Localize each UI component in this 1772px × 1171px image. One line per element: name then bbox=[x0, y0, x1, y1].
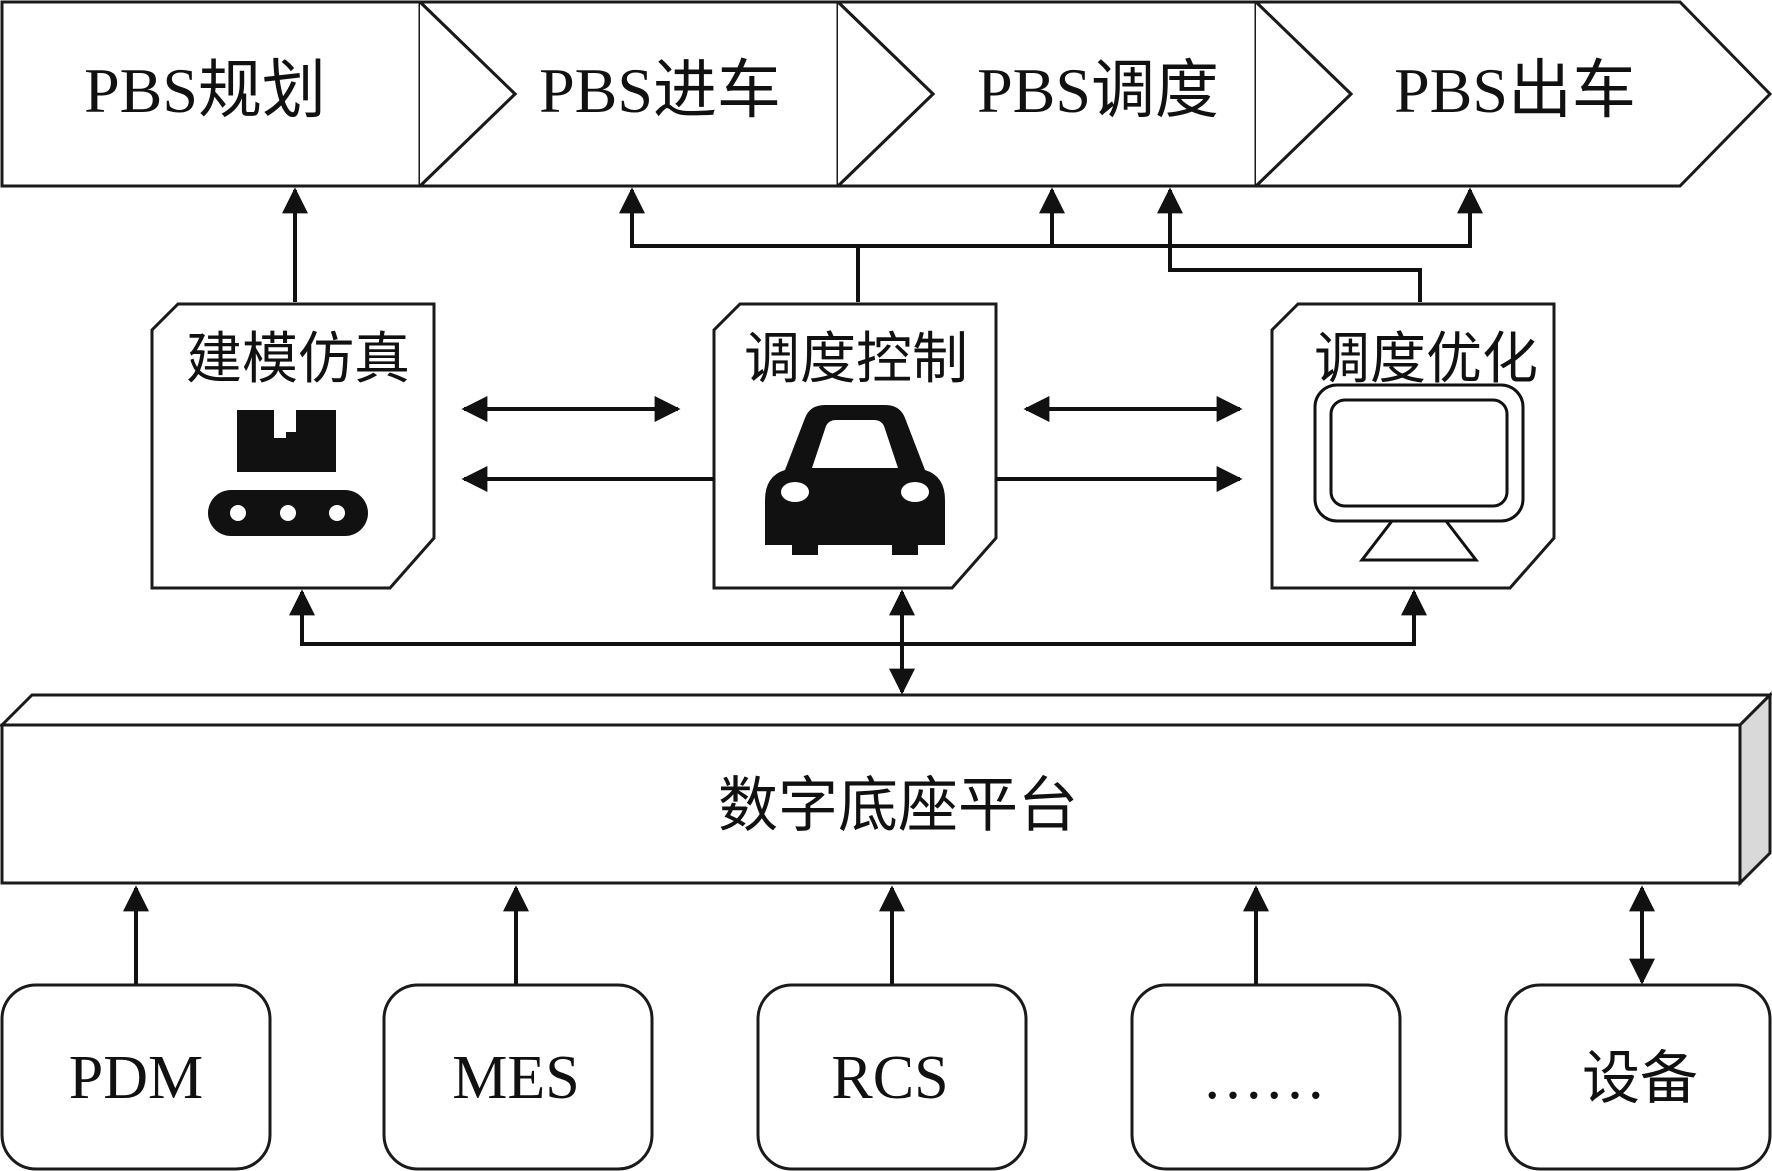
module-label: 调度控制 bbox=[744, 327, 968, 392]
platform-top-face bbox=[0, 693, 1772, 727]
module-dispatch-optimization: 调度优化 bbox=[1270, 302, 1556, 590]
source-box bbox=[0, 983, 272, 1171]
monitor-icon bbox=[1313, 383, 1525, 562]
car-icon bbox=[765, 405, 945, 555]
platform-front-face bbox=[0, 723, 1742, 885]
bus-control-to-stages bbox=[619, 187, 860, 302]
chevron-tip bbox=[1254, 0, 1354, 188]
source-box bbox=[756, 983, 1028, 1171]
platform-bus bbox=[289, 589, 1427, 695]
arrow-optimization-to-dispatch bbox=[1157, 187, 1422, 302]
chevron-tip bbox=[418, 0, 518, 188]
stage-pbs-planning: PBS规划 bbox=[0, 0, 422, 188]
stage-label: PBS调度 bbox=[977, 55, 1219, 126]
digital-platform: 数字底座平台 bbox=[0, 691, 1772, 887]
source-other: …… bbox=[1130, 983, 1402, 1171]
source-mes: MES bbox=[382, 983, 654, 1171]
module-label: 调度优化 bbox=[1314, 327, 1538, 392]
source-box bbox=[1130, 983, 1402, 1171]
source-box bbox=[1504, 983, 1772, 1171]
source-box bbox=[382, 983, 654, 1171]
source-rcs: RCS bbox=[756, 983, 1028, 1171]
source-label: …… bbox=[1202, 1044, 1326, 1112]
source-systems: PDM MES RCS …… 设备 bbox=[0, 983, 1772, 1171]
source-label: PDM bbox=[69, 1044, 203, 1112]
conveyor-icon bbox=[208, 410, 368, 536]
source-equipment: 设备 bbox=[1504, 983, 1772, 1171]
process-flow: PBS规划 PBS进车 PBS调度 PBS出车 bbox=[0, 0, 1772, 188]
source-arrows bbox=[123, 885, 1655, 985]
stage-label: PBS规划 bbox=[84, 55, 326, 126]
module-dispatch-control: 调度控制 bbox=[712, 302, 998, 590]
stage-pbs-dispatch: PBS调度 bbox=[834, 0, 1258, 188]
stage-label: PBS出车 bbox=[1394, 55, 1636, 126]
source-label: RCS bbox=[831, 1044, 948, 1112]
platform-label: 数字底座平台 bbox=[718, 771, 1078, 841]
source-label: MES bbox=[452, 1044, 579, 1112]
module-modeling-simulation: 建模仿真 bbox=[150, 302, 436, 590]
module-links bbox=[461, 396, 1243, 492]
source-pdm: PDM bbox=[0, 983, 272, 1171]
stage-connectors bbox=[282, 187, 1483, 302]
platform-side-face bbox=[1738, 691, 1772, 887]
chevron-tip bbox=[836, 0, 936, 188]
stage-label: PBS进车 bbox=[539, 55, 781, 126]
module-label: 建模仿真 bbox=[186, 327, 410, 392]
source-label: 设备 bbox=[1582, 1044, 1698, 1112]
arrow-control-to-exit bbox=[858, 187, 1483, 248]
